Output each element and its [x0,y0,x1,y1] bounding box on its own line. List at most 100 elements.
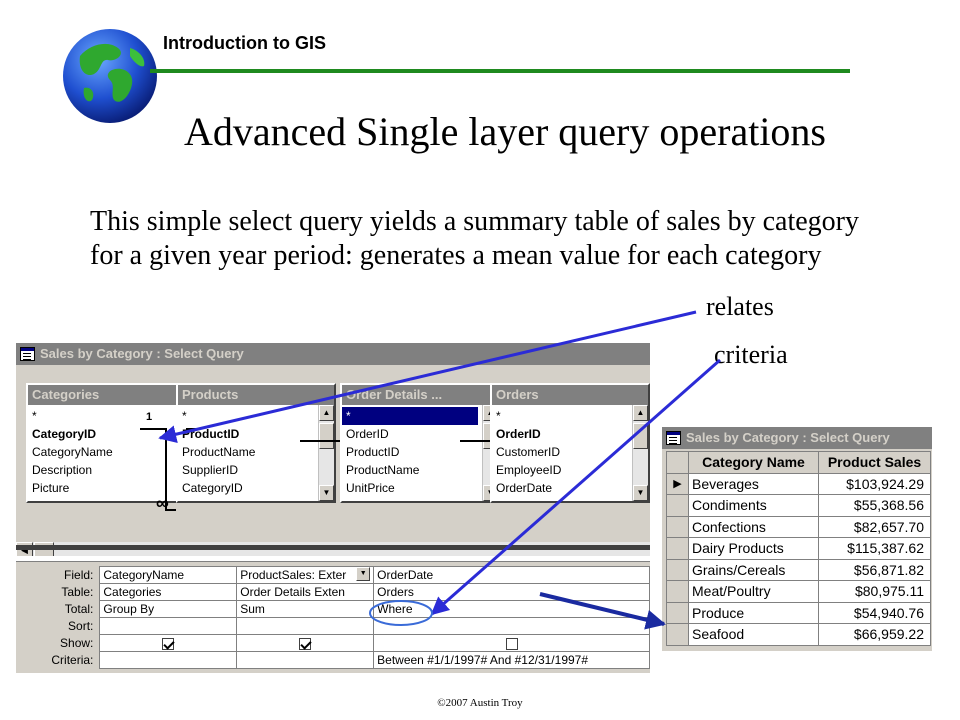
record-selector[interactable] [666,494,689,517]
grid-cell-field-text: ProductSales: Exter [240,568,347,582]
grid-cell-sort[interactable] [236,617,375,635]
query-window-icon [20,347,35,361]
design-grid: Field: CategoryName ▼ ProductSales: Exter… [16,556,650,673]
table-row[interactable]: ▶ Beverages $103,924.29 [666,472,931,495]
field-item[interactable]: SupplierID [182,463,239,477]
field-item[interactable]: Picture [32,481,70,495]
grid-cell-show [373,634,650,652]
record-selector[interactable] [666,580,689,603]
table-row[interactable]: Confections $82,657.70 [666,515,931,538]
cell-category-name[interactable]: Confections [688,515,819,538]
grid-cell-table[interactable]: Order Details Exten [236,583,375,601]
result-datasheet: Category Name Product Sales ▶ Beverages … [666,451,931,646]
grid-cell-criteria[interactable] [236,651,375,669]
cell-product-sales[interactable]: $54,940.76 [818,601,931,624]
field-item[interactable]: Description [32,463,93,477]
grid-cell-table[interactable]: Categories [99,583,238,601]
grid-row-label: Field: [16,566,100,584]
table-row[interactable]: Grains/Cereals $56,871.82 [666,558,931,581]
field-item[interactable]: CategoryName [32,445,113,459]
column-selector-bar[interactable] [16,556,650,562]
query-result-window: Sales by Category : Select Query Categor… [662,427,932,651]
cell-product-sales[interactable]: $56,871.82 [818,558,931,581]
result-window-titlebar[interactable]: Sales by Category : Select Query [662,427,932,449]
column-header[interactable]: Category Name [688,451,819,474]
pane-splitter[interactable] [16,545,650,550]
grid-cell-total[interactable]: Group By [99,600,238,618]
corner-selector[interactable] [666,451,689,474]
grid-row-label: Table: [16,583,100,601]
grid-cell-table[interactable]: Orders [373,583,650,601]
field-item[interactable]: ProductName [182,445,256,459]
grid-cell-total[interactable]: Sum [236,600,375,618]
cell-category-name[interactable]: Condiments [688,494,819,517]
table-row[interactable]: Meat/Poultry $80,975.11 [666,580,931,603]
slide-title: Advanced Single layer query operations [183,109,826,154]
cell-category-name[interactable]: Grains/Cereals [688,558,819,581]
result-window-icon [666,431,681,445]
grid-cell-sort[interactable] [373,617,650,635]
grid-cell-show [99,634,238,652]
dropdown-arrow-icon[interactable]: ▼ [356,567,371,581]
cell-product-sales[interactable]: $115,387.62 [818,537,931,560]
cell-product-sales[interactable]: $103,924.29 [818,472,931,495]
grid-cell-field[interactable]: OrderDate [373,566,650,584]
record-selector[interactable] [666,515,689,538]
table-box-title[interactable]: Categories [28,385,184,405]
footer-copyright: ©2007 Austin Troy [437,697,523,709]
header-rule [150,69,850,73]
cell-category-name[interactable]: Seafood [688,623,819,646]
grid-row-label: Show: [16,634,100,652]
callout-criteria: criteria [714,340,788,369]
field-item[interactable]: ProductID [346,445,400,459]
query-window-titlebar[interactable]: Sales by Category : Select Query [16,343,650,365]
field-item[interactable]: * [32,409,37,423]
table-row[interactable]: Seafood $66,959.22 [666,623,931,646]
grid-row-label: Total: [16,600,100,618]
field-item[interactable]: UnitPrice [346,481,395,495]
field-item[interactable]: CategoryID [182,481,243,495]
current-record-icon[interactable]: ▶ [666,472,689,495]
grid-cell-criteria[interactable] [99,651,238,669]
show-checkbox-unchecked[interactable] [505,637,518,650]
callout-relates: relates [706,292,774,321]
field-item[interactable]: ProductName [346,463,420,477]
grid-cell-criteria[interactable]: Between #1/1/1997# And #12/31/1997# [373,651,650,669]
scroll-down-icon[interactable]: ▼ [319,485,334,501]
query-design-window: Sales by Category : Select Query Categor… [16,343,650,673]
cell-product-sales[interactable]: $66,959.22 [818,623,931,646]
cell-category-name[interactable]: Produce [688,601,819,624]
query-window-title: Sales by Category : Select Query [40,346,244,361]
grid-cell-show [236,634,375,652]
field-item[interactable]: CategoryID [32,427,97,441]
grid-cell-sort[interactable] [99,617,238,635]
grid-cell-field[interactable]: ▼ ProductSales: Exter [236,566,375,584]
cell-category-name[interactable]: Meat/Poultry [688,580,819,603]
course-header: Introduction to GIS [163,33,326,53]
record-selector[interactable] [666,601,689,624]
cell-product-sales[interactable]: $82,657.70 [818,515,931,538]
show-checkbox-checked[interactable] [299,637,312,650]
grid-row-label: Criteria: [16,651,100,669]
grid-cell-total[interactable]: Where [373,600,650,618]
table-row[interactable]: Condiments $55,368.56 [666,494,931,517]
cell-category-name[interactable]: Dairy Products [688,537,819,560]
grid-cell-field[interactable]: CategoryName [99,566,238,584]
relationship-one-label: 1 [146,411,153,423]
record-selector[interactable] [666,623,689,646]
record-selector[interactable] [666,537,689,560]
cell-category-name[interactable]: Beverages [688,472,819,495]
table-diagram-pane: Categories * CategoryID CategoryName Des… [16,365,650,559]
slide-body-text: This simple select query yields a summar… [90,206,860,271]
show-checkbox-checked[interactable] [162,637,175,650]
record-selector[interactable] [666,558,689,581]
cell-product-sales[interactable]: $80,975.11 [818,580,931,603]
result-window-title: Sales by Category : Select Query [686,430,890,445]
join-lines [140,428,490,511]
globe-logo [63,29,157,123]
relationship-many-label: ∞ [156,493,169,513]
table-row[interactable]: Produce $54,940.76 [666,601,931,624]
column-header[interactable]: Product Sales [818,451,931,474]
table-row[interactable]: Dairy Products $115,387.62 [666,537,931,560]
cell-product-sales[interactable]: $55,368.56 [818,494,931,517]
